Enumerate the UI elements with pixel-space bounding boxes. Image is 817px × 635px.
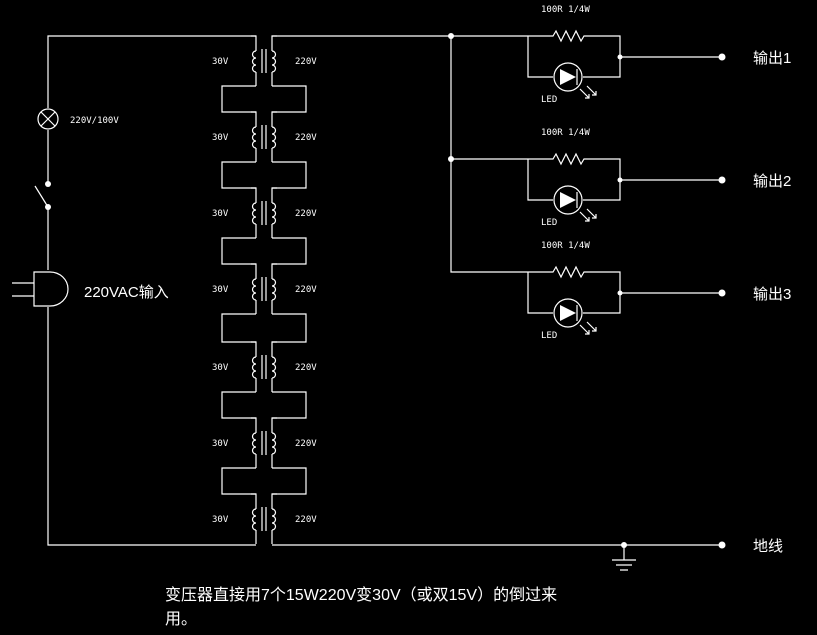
output-terminal xyxy=(718,53,726,61)
transformer-icon xyxy=(251,263,277,314)
transformer-secondary-label: 220V xyxy=(295,57,317,67)
transformer-icon xyxy=(251,341,277,392)
transformer-primary-label: 30V xyxy=(212,209,229,219)
transformer-icon xyxy=(251,417,277,468)
output-terminal xyxy=(718,176,726,184)
transformer-secondary-label: 220V xyxy=(295,209,317,219)
output-terminal xyxy=(718,289,726,297)
transformer: 30V 220V xyxy=(212,341,317,419)
transformer-icon xyxy=(251,187,277,238)
power-switch-icon xyxy=(34,181,51,210)
transformer-primary-label: 30V xyxy=(212,133,229,143)
output-branch: 100R 1/4W LED 输出2 xyxy=(527,128,791,228)
transformer-secondary-label: 220V xyxy=(295,133,317,143)
transformer: 30V 220V xyxy=(212,35,317,113)
led-icon xyxy=(527,159,621,222)
transformer: 30V 220V xyxy=(212,263,317,343)
transformer-secondary-label: 220V xyxy=(295,439,317,449)
output-bus xyxy=(277,33,528,273)
transformer-icon xyxy=(251,493,277,544)
resistor-label: 100R 1/4W xyxy=(541,5,590,15)
transformer-primary-label: 30V xyxy=(212,363,229,373)
mains-wiring xyxy=(47,35,251,546)
indicator-lamp-icon xyxy=(37,108,59,130)
output-label: 输出1 xyxy=(753,50,791,67)
led-label: LED xyxy=(541,95,557,105)
led-label: LED xyxy=(541,331,557,341)
led-icon xyxy=(527,272,621,335)
resistor-icon xyxy=(528,152,621,180)
junction-dot xyxy=(617,177,623,183)
earth-ground-icon xyxy=(612,545,636,571)
transformer-icon xyxy=(251,35,277,86)
junction-dot xyxy=(617,54,623,60)
transformer-secondary-label: 220V xyxy=(295,363,317,373)
transformer: 30V 220V xyxy=(212,417,317,495)
transformer-icon xyxy=(251,111,277,162)
ground-wiring xyxy=(277,541,726,549)
junction-dot xyxy=(617,290,623,296)
transformer-primary-label: 30V xyxy=(212,515,229,525)
power-plug-icon xyxy=(12,271,69,307)
led-label: LED xyxy=(541,218,557,228)
resistor-icon xyxy=(528,29,621,57)
output-label: 输出3 xyxy=(753,286,791,303)
transformer-secondary-label: 220V xyxy=(295,285,317,295)
output-branch: 100R 1/4W LED 输出1 xyxy=(527,5,791,105)
resistor-label: 100R 1/4W xyxy=(541,128,590,138)
output-branch: 100R 1/4W LED 输出3 xyxy=(527,241,791,341)
note-text: 变压器直接用7个15W220V变30V（或双15V）的倒过来用。 xyxy=(165,587,558,628)
input-label: 220VAC输入 xyxy=(84,284,169,301)
ground-label: 地线 xyxy=(753,538,783,555)
output-branches: 100R 1/4W LED 输出1 100R 1/4W LED 输出2 100R 1/4W L… xyxy=(527,5,791,341)
transformer-primary-label: 30V xyxy=(212,285,229,295)
output-label: 输出2 xyxy=(753,173,791,190)
transformer-primary-label: 30V xyxy=(212,57,229,67)
transformer-primary-label: 30V xyxy=(212,439,229,449)
transformer: 30V 220V xyxy=(212,111,317,189)
resistor-icon xyxy=(528,265,621,293)
transformer-stack: 30V 220V 30V 220V 30V 220V 30V 220V 30V 220V 30V 22… xyxy=(212,35,317,546)
transformer: 30V 220V xyxy=(212,187,317,265)
transformer-secondary-label: 220V xyxy=(295,515,317,525)
lamp-label: 220V/100V xyxy=(70,116,119,126)
transformer: 30V 220V xyxy=(212,493,317,544)
resistor-label: 100R 1/4W xyxy=(541,241,590,251)
led-icon xyxy=(527,36,621,99)
